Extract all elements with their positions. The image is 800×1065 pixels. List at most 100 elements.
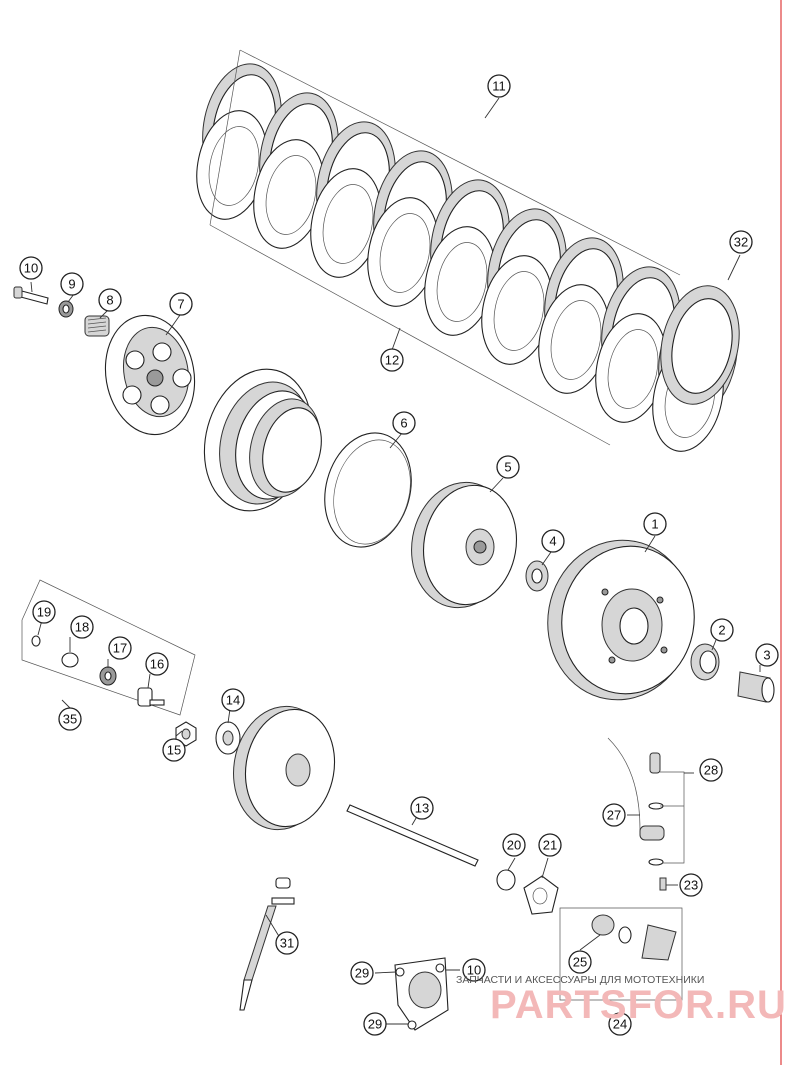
callout-number: 6 [400,416,407,431]
clutch-spring [84,315,110,337]
clutch-hose [607,737,667,891]
callout-number: 11 [492,79,506,94]
callout-15: 15 [162,738,186,762]
callout-8: 8 [98,288,122,312]
slave-cylinder-group [559,907,683,1015]
steel-plate-inner [379,213,431,293]
callout-circle [699,758,723,782]
callout-circle [380,348,404,372]
callout-circle [602,803,626,827]
spring-bolt [13,286,49,305]
steel-plate-inner [436,242,488,322]
callout-number: 24 [613,1017,627,1032]
steel-plate-inner [322,184,374,264]
pressure-plate [104,314,196,436]
gasket-21 [523,875,559,915]
callout-circle [19,256,43,280]
spring-washer [58,300,74,318]
callout-circle [729,230,753,254]
callout-circle [70,615,94,639]
clutch-pack [203,368,322,512]
plate-bracket-lines [209,49,681,446]
callout-number: 32 [734,235,748,250]
clutch-plate-stack [196,63,740,452]
steel-plate-inner [493,271,545,351]
callout-circle [568,950,592,974]
clutch-cover-plate [374,957,460,1031]
callout-number: 20 [507,838,521,853]
callout-11: 11 [487,74,511,98]
callout-circle [58,707,82,731]
callout-25: 25 [568,950,592,974]
callout-19: 19 [32,600,56,624]
callout-number: 18 [75,620,89,635]
needle-bearing [690,643,720,681]
callout-number: 4 [549,534,556,549]
leader-lines [30,254,761,951]
callout-3: 3 [755,643,779,667]
callout-23: 23 [679,873,703,897]
bushing [737,671,775,703]
callout-circle [275,931,299,955]
callout-9: 9 [60,272,84,296]
callout-circle [60,272,84,296]
watermark-caption: ЗАПЧАСТИ И АКСЕССУАРЫ ДЛЯ МОТОТЕХНИКИ [456,974,704,986]
callout-27: 27 [602,803,626,827]
callout-number: 7 [177,297,184,312]
callout-number: 3 [763,648,770,663]
callout-number: 10 [467,963,481,978]
callout-circle [538,833,562,857]
callout-circle [221,688,245,712]
callout-circle [679,873,703,897]
callout-number: 10 [24,261,38,276]
last-friction-plate-inner [671,298,733,394]
callout-6: 6 [392,411,416,435]
callout-number: 5 [504,460,511,475]
callout-circle [410,796,434,820]
callout-number: 1 [651,517,658,532]
callout-24: 24 [608,1012,632,1036]
callout-18: 18 [70,615,94,639]
callout-number: 31 [280,936,294,951]
watermark-brand: PARTSFOR.RU [490,983,787,1027]
callout-circle [363,1012,387,1036]
callout-circle [643,512,667,536]
callout-number: 8 [106,293,113,308]
callout-number: 19 [37,605,51,620]
callout-32: 32 [729,230,753,254]
callout-number: 25 [573,955,587,970]
callout-20: 20 [502,833,526,857]
callout-31: 31 [275,931,299,955]
callout-circle [162,738,186,762]
callout-circle [496,455,520,479]
callout-number: 29 [355,966,369,981]
callout-10: 10 [462,958,486,982]
callout-7: 7 [169,292,193,316]
callout-circle [502,833,526,857]
bleeding-syringe [239,877,295,1011]
callout-29: 29 [350,961,374,985]
steel-plate-inner [607,329,659,409]
pressure-piece [137,687,165,707]
callout-number: 35 [63,712,77,727]
callout-12: 12 [380,348,404,372]
steel-plate-inner [208,126,260,206]
lock-washer [215,721,241,755]
clutch-basket [547,539,695,701]
thrust-washer [525,560,549,592]
callout-1: 1 [643,512,667,536]
callout-number: 21 [543,838,557,853]
callout-14: 14 [221,688,245,712]
callout-13: 13 [410,796,434,820]
callout-number: 2 [718,623,725,638]
callout-number: 15 [167,743,181,758]
bearing-17 [99,666,117,686]
callout-circle [169,292,193,316]
callout-35: 35 [58,707,82,731]
callout-number: 23 [684,878,698,893]
kit-35-bracket [21,579,196,716]
callout-5: 5 [496,455,520,479]
steel-plate-inner [265,155,317,235]
wire-ring [324,432,412,548]
